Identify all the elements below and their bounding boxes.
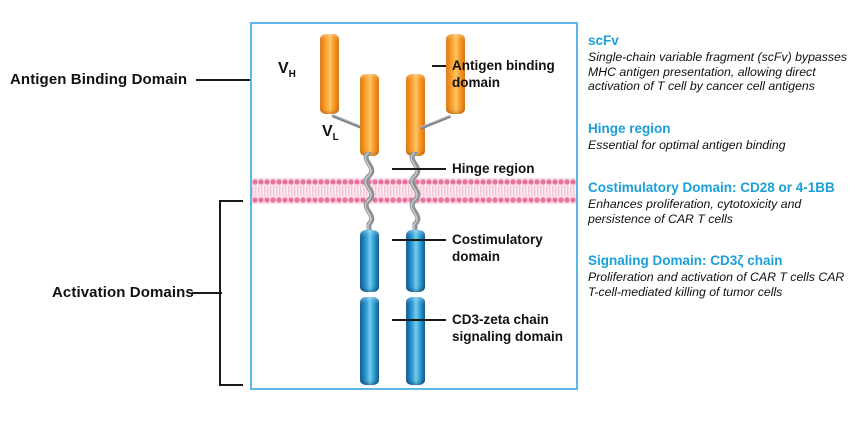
car-t-receptor-illustration-panel: VH VL Antigen binding domain Hinge regio… <box>250 22 578 390</box>
vl-domain-right <box>406 74 425 156</box>
vh-label-text: V <box>278 60 289 77</box>
antigen-binding-callout-line2: domain <box>452 75 501 90</box>
vl-label-subscript: L <box>332 132 339 144</box>
annotation-costimulatory-domain-body: Enhances proliferation, cytotoxicity and… <box>588 197 802 226</box>
vl-domain-left <box>360 74 379 156</box>
annotation-signaling-domain-body: Proliferation and activation of CAR T ce… <box>588 270 845 299</box>
antigen-binding-callout-line <box>432 65 446 67</box>
antigen-binding-domain-leader-line <box>196 79 252 81</box>
antigen-binding-callout-line1: Antigen binding <box>452 58 555 73</box>
vl-label-text: V <box>322 123 333 140</box>
activation-domains-bracket <box>219 200 243 386</box>
cd3-zeta-signaling-domain-left <box>360 297 379 385</box>
annotation-scfv: scFv Single-chain variable fragment (scF… <box>588 33 850 94</box>
antigen-binding-callout: Antigen binding domain <box>452 57 555 91</box>
annotation-costimulatory-domain-heading: Costimulatory Domain: CD28 or 4-1BB <box>588 180 835 195</box>
hinge-region-coils <box>363 152 421 234</box>
vh-domain-left <box>320 34 339 114</box>
costimulatory-domain-left <box>360 230 379 292</box>
annotation-hinge-region-body: Essential for optimal antigen binding <box>588 138 786 152</box>
hinge-region-callout-line <box>392 168 446 170</box>
cd3-zeta-callout-line2: signaling domain <box>452 329 564 344</box>
hinge-coil-left <box>363 152 375 234</box>
costimulatory-callout-line1: Costimulatory <box>452 232 543 247</box>
annotation-scfv-heading: scFv <box>588 33 619 48</box>
annotation-signaling-domain-heading: Signaling Domain: CD3ζ chain <box>588 253 783 268</box>
hinge-coil-right <box>409 152 421 234</box>
costimulatory-callout-line2: domain <box>452 249 501 264</box>
activation-domains-leader-line <box>192 292 222 294</box>
hinge-region-callout: Hinge region <box>452 161 535 176</box>
costimulatory-domain-callout: Costimulatory domain <box>452 231 543 265</box>
annotation-costimulatory-domain: Costimulatory Domain: CD28 or 4-1BB Enha… <box>588 180 850 226</box>
vh-domain-right <box>446 34 465 114</box>
annotation-hinge-region-heading: Hinge region <box>588 121 671 136</box>
cd3-zeta-signaling-domain-right <box>406 297 425 385</box>
annotation-signaling-domain: Signaling Domain: CD3ζ chain Proliferati… <box>588 253 850 299</box>
annotation-scfv-body: Single-chain variable fragment (scFv) by… <box>588 50 848 94</box>
costimulatory-domain-right <box>406 230 425 292</box>
costimulatory-domain-callout-line <box>392 239 446 241</box>
annotation-hinge-region: Hinge region Essential for optimal antig… <box>588 121 850 153</box>
vh-label-subscript: H <box>288 69 296 81</box>
vl-label: VL <box>322 123 339 143</box>
antigen-binding-domain-label: Antigen Binding Domain <box>10 71 188 88</box>
cd3-zeta-callout-line <box>392 319 446 321</box>
activation-domains-label: Activation Domains <box>52 284 194 301</box>
cd3-zeta-callout-line1: CD3-zeta chain <box>452 312 549 327</box>
vh-label: VH <box>278 60 296 80</box>
cd3-zeta-callout: CD3-zeta chain signaling domain <box>452 311 563 345</box>
